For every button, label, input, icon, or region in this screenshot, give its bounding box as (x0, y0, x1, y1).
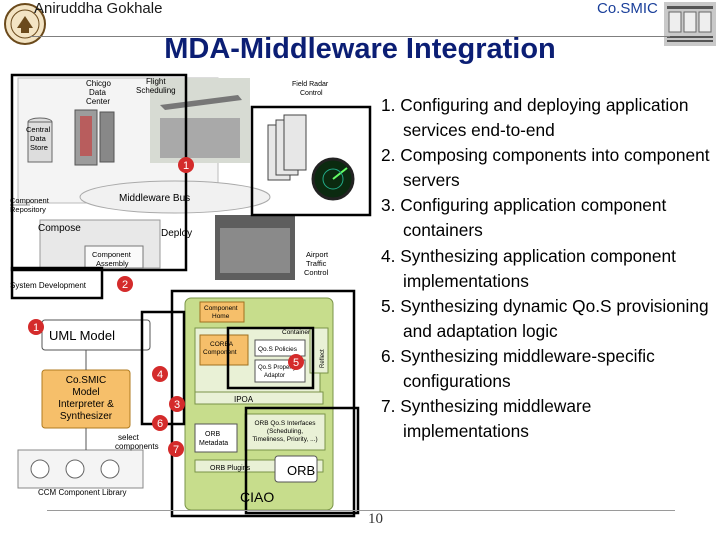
step-item: 1. Configuring and deploying application… (381, 95, 689, 141)
ciao-panel (184, 297, 334, 511)
orb-plugins-label: ORB Plugins (210, 465, 251, 472)
header-divider (30, 36, 670, 37)
marker-label: 4 (157, 369, 163, 381)
university-seal-icon (4, 3, 46, 45)
slide-title: MDA-Middleware Integration (164, 33, 556, 65)
marker-label: 1 (183, 160, 189, 172)
deployment-scene (10, 77, 355, 280)
container-label: Container (282, 329, 311, 336)
marker-label: 1 (33, 322, 39, 334)
step-item: 5. Synthesizing dynamic Qo.S provisionin… (381, 295, 709, 341)
marker-label: 7 (173, 444, 179, 456)
cosmic-logo-icon (664, 2, 716, 46)
marker-label: 3 (174, 399, 180, 411)
footer-divider (47, 510, 675, 511)
cosmic-toolchain (17, 319, 151, 489)
step-item: 2. Composing components into component s… (381, 145, 710, 191)
steps-list: 1. Configuring and deploying application… (381, 93, 716, 444)
deploy-label: Deploy (161, 228, 192, 239)
marker-label: 6 (157, 418, 163, 430)
step-item: 3. Configuring application component con… (381, 195, 667, 241)
page-number: 10 (368, 511, 383, 527)
ipoa-label: IPOA (234, 395, 254, 404)
author-name: Aniruddha Gokhale (34, 0, 163, 17)
server-stack (267, 114, 307, 181)
qos-policies-label: Qo.S Policies (258, 346, 298, 353)
airplane-icon (160, 95, 242, 110)
system-development-label: System Development (10, 281, 87, 290)
marker-label: 2 (122, 279, 128, 291)
step-item: 4. Synthesizing application component im… (381, 245, 676, 291)
app-name: Co.SMIC (597, 0, 658, 17)
orb-label: ORB (287, 463, 315, 478)
orb-qos-interfaces-label: ORB Qo.S Interfaces(Scheduling,Timelines… (252, 420, 317, 443)
step-item: 6. Synthesizing middleware-specific conf… (381, 345, 655, 392)
step-markers (28, 157, 304, 457)
uml-model-label: UML Model (49, 328, 115, 343)
reflect-label: Reflect (320, 349, 326, 368)
highlight-frames (10, 73, 372, 518)
compose-label: Compose (38, 223, 81, 234)
step-item: 7. Synthesizing middleware implementatio… (381, 396, 592, 442)
marker-label: 5 (293, 357, 299, 369)
ccm-library-label: CCM Component Library (38, 488, 126, 497)
ciao-label: CIAO (240, 489, 274, 505)
middleware-bus-label: Middleware Bus (119, 193, 190, 204)
